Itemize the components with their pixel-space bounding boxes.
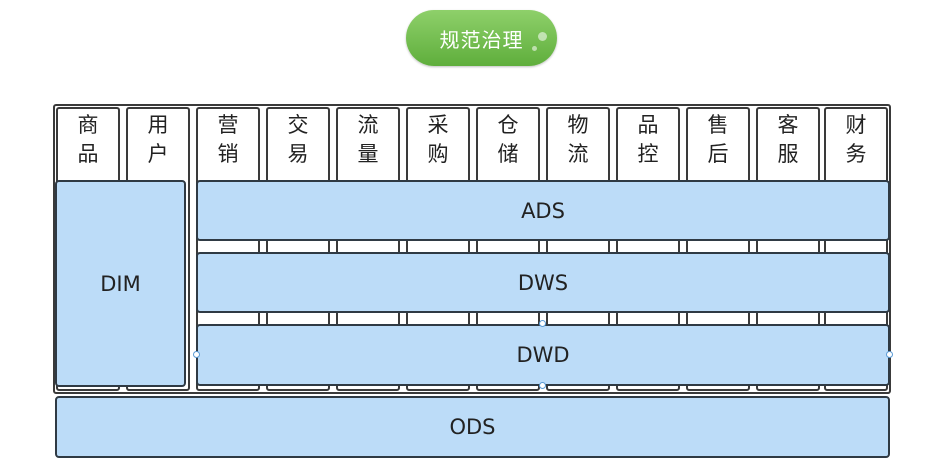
domain-label-line1: 物 [567, 113, 589, 137]
ods-layer: ODS [55, 396, 890, 458]
domain-label-line1: 品 [637, 113, 659, 137]
domain-label-line2: 量 [357, 142, 379, 166]
domain-label-line2: 务 [845, 142, 867, 166]
domain-label-line2: 流 [567, 142, 589, 166]
domain-label: 仓储 [478, 111, 538, 169]
domain-label-line2: 销 [217, 142, 239, 166]
domain-label-line1: 采 [427, 113, 449, 137]
domain-label-line1: 商 [77, 113, 99, 137]
domain-label-line1: 仓 [497, 113, 519, 137]
domain-label-line1: 售 [707, 113, 729, 137]
domain-label-line1: 用 [147, 113, 169, 137]
ods-label: ODS [449, 415, 496, 439]
dws-label: DWS [517, 270, 569, 295]
title-badge: 规范治理 [406, 10, 557, 66]
selection-handle-bottom[interactable] [539, 382, 546, 389]
domain-label-line2: 储 [497, 142, 519, 166]
selection-handle-left[interactable] [193, 351, 200, 358]
domain-label: 采购 [408, 111, 468, 169]
domain-label-line1: 客 [777, 113, 799, 137]
dim-layer: DIM [55, 180, 186, 387]
domain-label-line2: 后 [707, 142, 729, 166]
ads-label: ADS [521, 198, 565, 223]
domain-label: 物流 [548, 111, 608, 169]
domain-label: 品控 [618, 111, 678, 169]
selection-handle-right[interactable] [886, 351, 893, 358]
domain-label: 流量 [338, 111, 398, 169]
selection-handle-top[interactable] [539, 320, 546, 327]
domain-label-line2: 户 [147, 142, 169, 166]
ads-layer: ADS [196, 180, 890, 241]
domain-label-line2: 品 [77, 142, 99, 166]
domain-label-line2: 服 [777, 142, 799, 166]
dwd-label: DWD [516, 343, 570, 367]
domain-label-line1: 财 [845, 113, 867, 137]
dws-layer: DWS [196, 252, 890, 313]
domain-label: 营销 [198, 111, 258, 169]
title-text: 规范治理 [439, 27, 524, 52]
domain-label: 财务 [826, 111, 886, 169]
dwd-layer[interactable]: DWD [196, 324, 890, 386]
domain-label-line2: 购 [427, 142, 449, 166]
domain-label-line1: 营 [217, 113, 239, 137]
dim-label: DIM [100, 271, 141, 296]
domain-label: 交易 [268, 111, 328, 169]
domain-label: 售后 [688, 111, 748, 169]
domain-label-line1: 流 [357, 113, 379, 137]
badge-highlight-dot [532, 46, 537, 51]
badge-highlight-dot [538, 32, 547, 41]
domain-label-line2: 控 [637, 142, 659, 166]
domain-label: 客服 [758, 111, 818, 169]
domain-label-line2: 易 [287, 142, 309, 166]
domain-label-line1: 交 [287, 113, 309, 137]
domain-label: 用户 [128, 111, 188, 169]
domain-label: 商品 [58, 111, 118, 169]
